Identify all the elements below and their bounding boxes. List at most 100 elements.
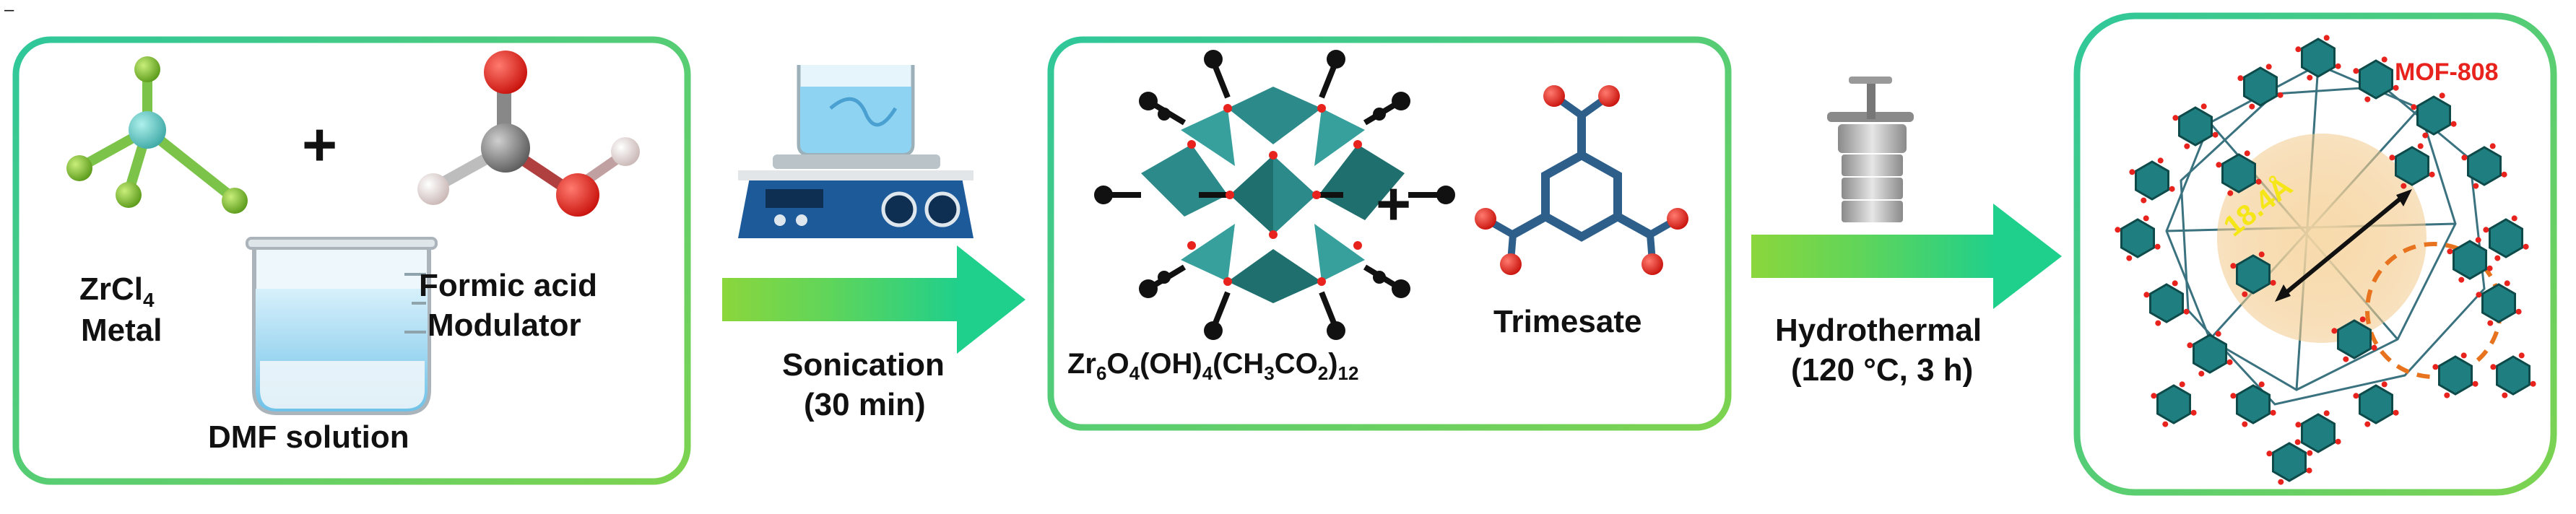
oxygen-atom [2489, 143, 2496, 149]
oxygen-atom [2371, 344, 2377, 351]
oxygen-atom [2490, 364, 2497, 370]
oxygen-atom [2504, 280, 2510, 287]
oxygen-atom [2215, 331, 2221, 337]
zr-cluster-node [2236, 384, 2271, 424]
hydrothermal-label: Hydrothermal [1775, 313, 1982, 348]
oxygen-atom [2343, 356, 2349, 362]
zr-cluster-node [2438, 355, 2473, 396]
oxygen-atom [2155, 320, 2161, 326]
formula-subscript: 12 [1337, 362, 1359, 384]
oxygen-atom [2270, 279, 2276, 286]
oxygen-atom [2461, 154, 2468, 161]
zr-cluster-node [2489, 218, 2523, 258]
oxygen-atom [2242, 291, 2248, 297]
zr-cluster-node [2221, 153, 2256, 193]
oxygen-atom [2244, 150, 2250, 157]
oxygen-atom [2422, 132, 2429, 139]
zrcl4-molecule-icon [66, 56, 248, 214]
oxygen-atom [2494, 255, 2501, 261]
oxygen-atom [2249, 103, 2255, 110]
oxygen-atom [2335, 63, 2341, 69]
oxygen-atom [2439, 92, 2445, 99]
formula-subscript: 3 [1264, 362, 1275, 384]
arrow-1-icon [722, 245, 1025, 354]
oxygen-atom [2511, 215, 2518, 222]
oxygen-atom [2473, 183, 2479, 189]
oxygen-atom [2364, 421, 2371, 427]
oxygen-atom [2230, 393, 2237, 399]
mof-808-structure-icon [2115, 35, 2536, 485]
oxygen-atom [2393, 84, 2399, 91]
oxygen-atom [2381, 56, 2388, 63]
corner-mark: – [4, 0, 14, 19]
formula-subscript: 4 [1129, 362, 1140, 384]
oxygen-atom [2389, 154, 2395, 161]
formula-part: Zr [1067, 348, 1096, 380]
oxygen-atom [2487, 320, 2494, 326]
oxygen-atom [2295, 422, 2302, 428]
zr-cluster-node [2337, 319, 2372, 360]
oxygen-atom [2323, 35, 2330, 41]
oxygen-atom [2190, 409, 2197, 416]
zr-cluster-node [2395, 146, 2429, 186]
oxygen-atom [2450, 121, 2457, 127]
oxygen-atom [2129, 169, 2135, 175]
zr-cluster-node [2193, 334, 2227, 374]
oxygen-atom [2212, 131, 2219, 138]
zr-cluster-node [2178, 106, 2213, 147]
oxygen-atom [2353, 393, 2359, 399]
oxygen-atom [2483, 227, 2489, 233]
oxygen-atom [2523, 243, 2529, 250]
oxygen-atom [2393, 409, 2399, 416]
oxygen-atom [2169, 186, 2175, 192]
oxygen-atom [2295, 46, 2302, 53]
oxygen-atom [2200, 103, 2207, 110]
oxygen-atom [2458, 276, 2465, 283]
oxygen-atom [2306, 467, 2312, 474]
zr-cluster-node [2120, 218, 2155, 258]
zr-cluster-node [2272, 442, 2307, 482]
oxygen-atom [2184, 143, 2190, 149]
oxygen-atom [2187, 342, 2193, 349]
formic-acid-label: Formic acid [419, 268, 597, 303]
oxygen-atom [2307, 74, 2313, 81]
oxygen-atom [2265, 64, 2272, 70]
zr-cluster-node [2481, 283, 2516, 323]
zrcl4-label: ZrCl4 [79, 271, 155, 311]
zr-cluster-node [2416, 95, 2451, 136]
formula-subscript: 2 [1317, 362, 1329, 384]
oxygen-atom [2359, 316, 2366, 323]
oxygen-atom [2472, 380, 2479, 387]
oxygen-atom [2230, 263, 2237, 269]
zr-cluster-node [2243, 66, 2278, 107]
oxygen-atom [2432, 364, 2439, 370]
oxygen-atom [2460, 352, 2467, 359]
oxygen-atom [2294, 439, 2301, 445]
plus-sign-2: + [1376, 170, 1412, 238]
oxygen-atom [2172, 115, 2179, 121]
oxygen-atom [2216, 162, 2222, 168]
sonicator-icon [738, 65, 973, 238]
zr-cluster-node [2301, 38, 2336, 78]
oxygen-atom [2401, 183, 2407, 189]
oxygen-atom [2183, 308, 2190, 315]
oxygen-atom [2278, 479, 2284, 485]
oxygen-atom [2143, 292, 2150, 298]
oxygen-atom [2179, 381, 2185, 388]
oxygen-atom [2475, 237, 2481, 243]
zr-cluster-node [2453, 240, 2487, 280]
oxygen-atom [2126, 255, 2133, 261]
formula-subscript: 6 [1096, 362, 1107, 384]
oxygen-atom [2381, 381, 2388, 388]
hydrothermal-conditions-label: (120 °C, 3 h) [1791, 352, 1974, 388]
trimesate-label: Trimesate [1493, 304, 1642, 339]
arrow-2-icon [1751, 204, 2062, 309]
oxygen-atom [2157, 157, 2164, 164]
oxygen-atom [2515, 308, 2522, 315]
panel-1-frame [12, 36, 691, 485]
zr-cluster-node [2156, 384, 2191, 424]
formula-part: ) [1328, 348, 1338, 380]
oxygen-atom [2476, 292, 2482, 298]
zr-cluster-nodes [2115, 35, 2536, 485]
